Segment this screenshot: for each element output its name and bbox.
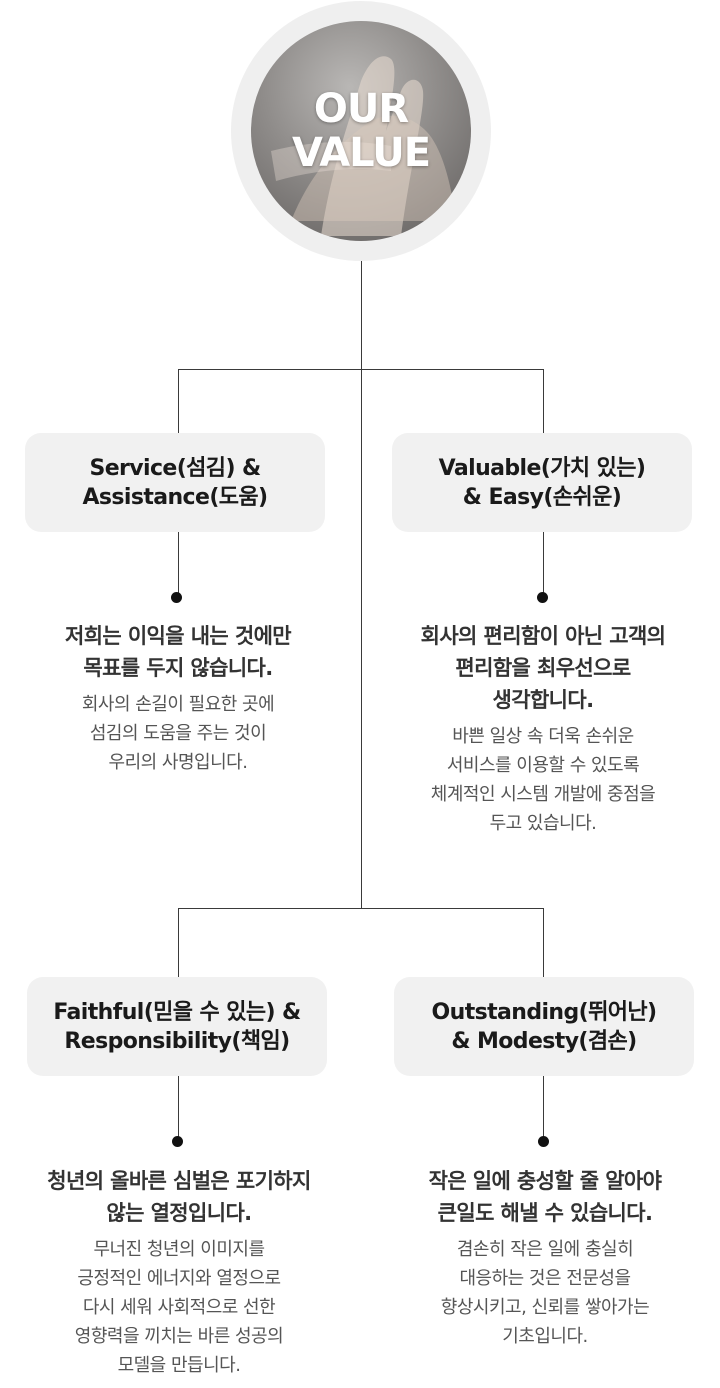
stem-1: [178, 532, 179, 596]
bullet-dot-1: [171, 592, 182, 603]
value-card-title-line: Valuable(가치 있는): [438, 455, 646, 481]
value-description-line: 바쁜 일상 속 더욱 손쉬운: [452, 726, 634, 747]
hands-together-photo: OUR VALUE: [251, 21, 471, 241]
value-card-title-line: & Easy(손쉬운): [462, 484, 622, 510]
value-card-title-line: Responsibility(책임): [64, 1028, 290, 1054]
value-heading-line: 청년의 올바른 심벌은 포기하지: [47, 1169, 311, 1193]
stem-2: [543, 532, 544, 596]
value-heading-line: 않는 열정입니다.: [106, 1201, 252, 1225]
value-heading: 청년의 올바른 심벌은 포기하지 않는 열정입니다.: [0, 1165, 358, 1229]
value-heading-line: 편리함을 최우선으로: [455, 656, 631, 680]
value-description-line: 겸손히 작은 일에 충실히: [456, 1239, 634, 1260]
connector-main-top: [361, 261, 362, 369]
value-description-line: 영향력을 끼치는 바른 성공의: [74, 1326, 284, 1347]
value-card-service: Service(섬김) & Assistance(도움): [25, 433, 325, 532]
value-card-title-line: & Modesty(겸손): [451, 1028, 637, 1054]
value-card-title-line: Outstanding(뛰어난): [431, 999, 658, 1025]
value-heading-line: 생각합니다.: [492, 688, 595, 712]
bullet-dot-3: [172, 1136, 183, 1147]
hero-badge: OUR VALUE: [231, 1, 491, 261]
stem-4: [543, 1076, 544, 1140]
value-heading: 회사의 편리함이 아닌 고객의 편리함을 최우선으로 생각합니다.: [368, 620, 718, 716]
hands-illustration: [271, 56, 456, 236]
connector-main-middle: [361, 369, 362, 908]
value-description-line: 우리의 사명입니다.: [108, 752, 248, 773]
connector-right-top: [543, 369, 544, 434]
hero-title-line2: VALUE: [291, 130, 431, 176]
value-description-line: 모델을 만듭니다.: [117, 1355, 241, 1376]
value-text-faithful: 청년의 올바른 심벌은 포기하지 않는 열정입니다. 무너진 청년의 이미지를 …: [0, 1165, 358, 1380]
value-heading-line: 작은 일에 충성할 줄 알아야: [428, 1169, 662, 1193]
value-heading: 작은 일에 충성할 줄 알아야 큰일도 해낼 수 있습니다.: [372, 1165, 718, 1229]
value-card-faithful: Faithful(믿을 수 있는) & Responsibility(책임): [27, 977, 327, 1076]
value-heading: 저희는 이익을 내는 것에만 목표를 두지 않습니다.: [8, 620, 348, 684]
value-card-title-line: Assistance(도움): [82, 484, 268, 510]
hero-title-line1: OUR: [313, 86, 409, 132]
value-card-outstanding: Outstanding(뛰어난) & Modesty(겸손): [394, 977, 694, 1076]
bullet-dot-4: [538, 1136, 549, 1147]
value-heading-line: 저희는 이익을 내는 것에만: [64, 624, 292, 648]
value-description-line: 두고 있습니다.: [489, 813, 597, 834]
value-card-valuable: Valuable(가치 있는) & Easy(손쉬운): [392, 433, 692, 532]
value-card-title-line: Faithful(믿을 수 있는) &: [53, 999, 301, 1025]
value-text-outstanding: 작은 일에 충성할 줄 알아야 큰일도 해낼 수 있습니다. 겸손히 작은 일에…: [372, 1165, 718, 1351]
value-description-line: 무너진 청년의 이미지를: [93, 1239, 265, 1260]
value-description-line: 서비스를 이용할 수 있도록: [446, 755, 640, 776]
value-description: 겸손히 작은 일에 충실히 대응하는 것은 전문성을 향상시키고, 신뢰를 쌓아…: [372, 1235, 718, 1351]
value-text-service: 저희는 이익을 내는 것에만 목표를 두지 않습니다. 회사의 손길이 필요한 …: [8, 620, 348, 777]
value-description-line: 대응하는 것은 전문성을: [459, 1268, 631, 1289]
value-description-line: 긍정적인 에너지와 열정으로: [77, 1268, 281, 1289]
value-heading-line: 큰일도 해낼 수 있습니다.: [437, 1201, 653, 1225]
value-description-line: 기초입니다.: [502, 1326, 588, 1347]
value-description-line: 다시 세워 사회적으로 선한: [82, 1297, 276, 1318]
connector-branch-bottom: [178, 908, 544, 909]
hero-title: OUR VALUE: [251, 21, 471, 241]
connector-right-bottom: [543, 908, 544, 978]
value-description-line: 체계적인 시스템 개발에 중점을: [430, 784, 656, 805]
value-description-line: 섬김의 도움을 주는 것이: [89, 723, 267, 744]
bullet-dot-2: [537, 592, 548, 603]
stem-3: [178, 1076, 179, 1140]
value-description-line: 회사의 손길이 필요한 곳에: [81, 694, 275, 715]
value-description: 바쁜 일상 속 더욱 손쉬운 서비스를 이용할 수 있도록 체계적인 시스템 개…: [368, 722, 718, 838]
value-heading-line: 목표를 두지 않습니다.: [83, 656, 273, 680]
connector-left-top: [178, 369, 179, 434]
value-description-line: 향상시키고, 신뢰를 쌓아가는: [440, 1297, 650, 1318]
value-heading-line: 회사의 편리함이 아닌 고객의: [420, 624, 666, 648]
value-text-valuable: 회사의 편리함이 아닌 고객의 편리함을 최우선으로 생각합니다. 바쁜 일상 …: [368, 620, 718, 838]
value-description: 회사의 손길이 필요한 곳에 섬김의 도움을 주는 것이 우리의 사명입니다.: [8, 690, 348, 777]
value-description: 무너진 청년의 이미지를 긍정적인 에너지와 열정으로 다시 세워 사회적으로 …: [0, 1235, 358, 1380]
value-card-title-line: Service(섬김) &: [89, 455, 261, 481]
connector-left-bottom: [178, 908, 179, 978]
